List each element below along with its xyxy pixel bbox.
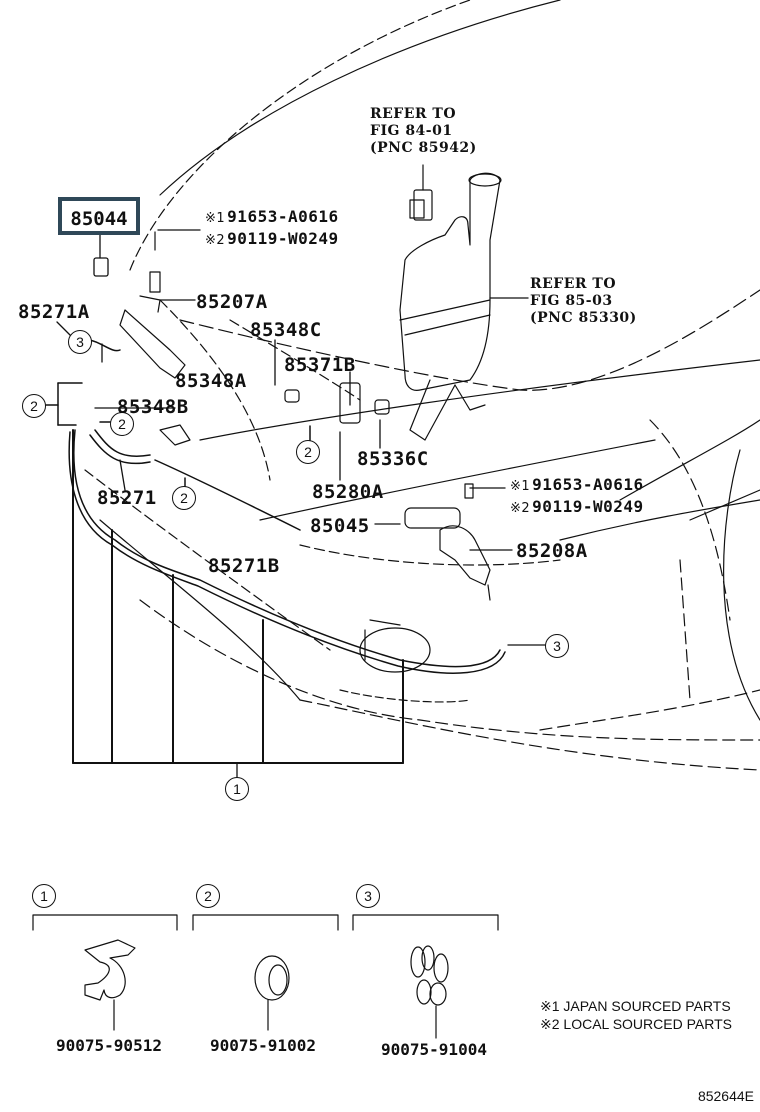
callout-3-upper[interactable]: 3 xyxy=(68,330,92,354)
clip-bracket-1 xyxy=(72,429,404,764)
highlighted-part-box[interactable]: 85044 xyxy=(58,197,140,235)
nozzle-parts xyxy=(119,231,491,601)
part-label-85336C[interactable]: 85336C xyxy=(357,448,429,470)
clip-group-1-number[interactable]: 1 xyxy=(32,884,56,908)
part-label-85271B[interactable]: 85271B xyxy=(208,555,280,577)
part-label-85208A[interactable]: 85208A xyxy=(516,540,588,562)
bolt-part-local[interactable]: 90119-W0249 xyxy=(227,228,339,248)
legend-item-japan: ※1 JAPAN SOURCED PARTS xyxy=(540,998,731,1014)
bolt-part-local[interactable]: 90119-W0249 xyxy=(532,496,644,516)
refer-note-fig-85-03: REFER TO FIG 85-03 (PNC 85330) xyxy=(530,276,637,326)
part-label-85045[interactable]: 85045 xyxy=(310,515,370,537)
clip-part-no-2[interactable]: 90075-91002 xyxy=(210,1036,316,1055)
body-outline xyxy=(84,0,760,771)
clip-1-shape xyxy=(84,939,136,1031)
hoses xyxy=(68,339,506,674)
bolt-part-japan[interactable]: 91653-A0616 xyxy=(532,475,644,494)
callout-2-mid[interactable]: 2 xyxy=(110,412,134,436)
part-label-85271[interactable]: 85271 xyxy=(97,487,157,509)
leader-lines xyxy=(56,229,546,779)
bolt-part-japan[interactable]: 91653-A0616 xyxy=(227,207,339,226)
callout-3-lower[interactable]: 3 xyxy=(545,634,569,658)
clip-part-no-3[interactable]: 90075-91004 xyxy=(381,1040,487,1059)
part-label-85280A[interactable]: 85280A xyxy=(312,481,384,503)
level-sensor xyxy=(409,164,433,221)
fog-lamp-area xyxy=(339,619,471,703)
washer-tank xyxy=(399,172,502,441)
clip-group-brackets xyxy=(32,914,499,931)
refer-note-fig-84-01: REFER TO FIG 84-01 (PNC 85942) xyxy=(370,106,477,156)
part-label-85348C[interactable]: 85348C xyxy=(250,319,322,341)
part-label-85207A[interactable]: 85207A xyxy=(196,291,268,313)
callout-2-left[interactable]: 2 xyxy=(22,394,46,418)
legend-item-local: ※2 LOCAL SOURCED PARTS xyxy=(540,1016,732,1033)
clip-group-3-number[interactable]: 3 xyxy=(356,884,380,908)
clip-3-shape xyxy=(410,945,449,1039)
part-label-85044[interactable]: 85044 xyxy=(70,208,128,230)
callout-2-right[interactable]: 2 xyxy=(296,440,320,464)
sourcing-legend: ※1 JAPAN SOURCED PARTS ※2 LOCAL SOURCED … xyxy=(540,997,732,1033)
callout-2-lower[interactable]: 2 xyxy=(172,486,196,510)
figure-id: 852644E xyxy=(697,1088,754,1104)
clip-group-2-number[interactable]: 2 xyxy=(196,884,220,908)
part-label-85271A[interactable]: 85271A xyxy=(18,301,90,323)
part-label-85371B[interactable]: 85371B xyxy=(284,354,356,376)
part-label-85348B[interactable]: 85348B xyxy=(117,396,189,418)
clip-part-no-1[interactable]: 90075-90512 xyxy=(56,1036,162,1055)
part-label-85348A[interactable]: 85348A xyxy=(175,370,247,392)
clip-2-shape xyxy=(254,955,290,1031)
callout-1[interactable]: 1 xyxy=(225,777,249,801)
